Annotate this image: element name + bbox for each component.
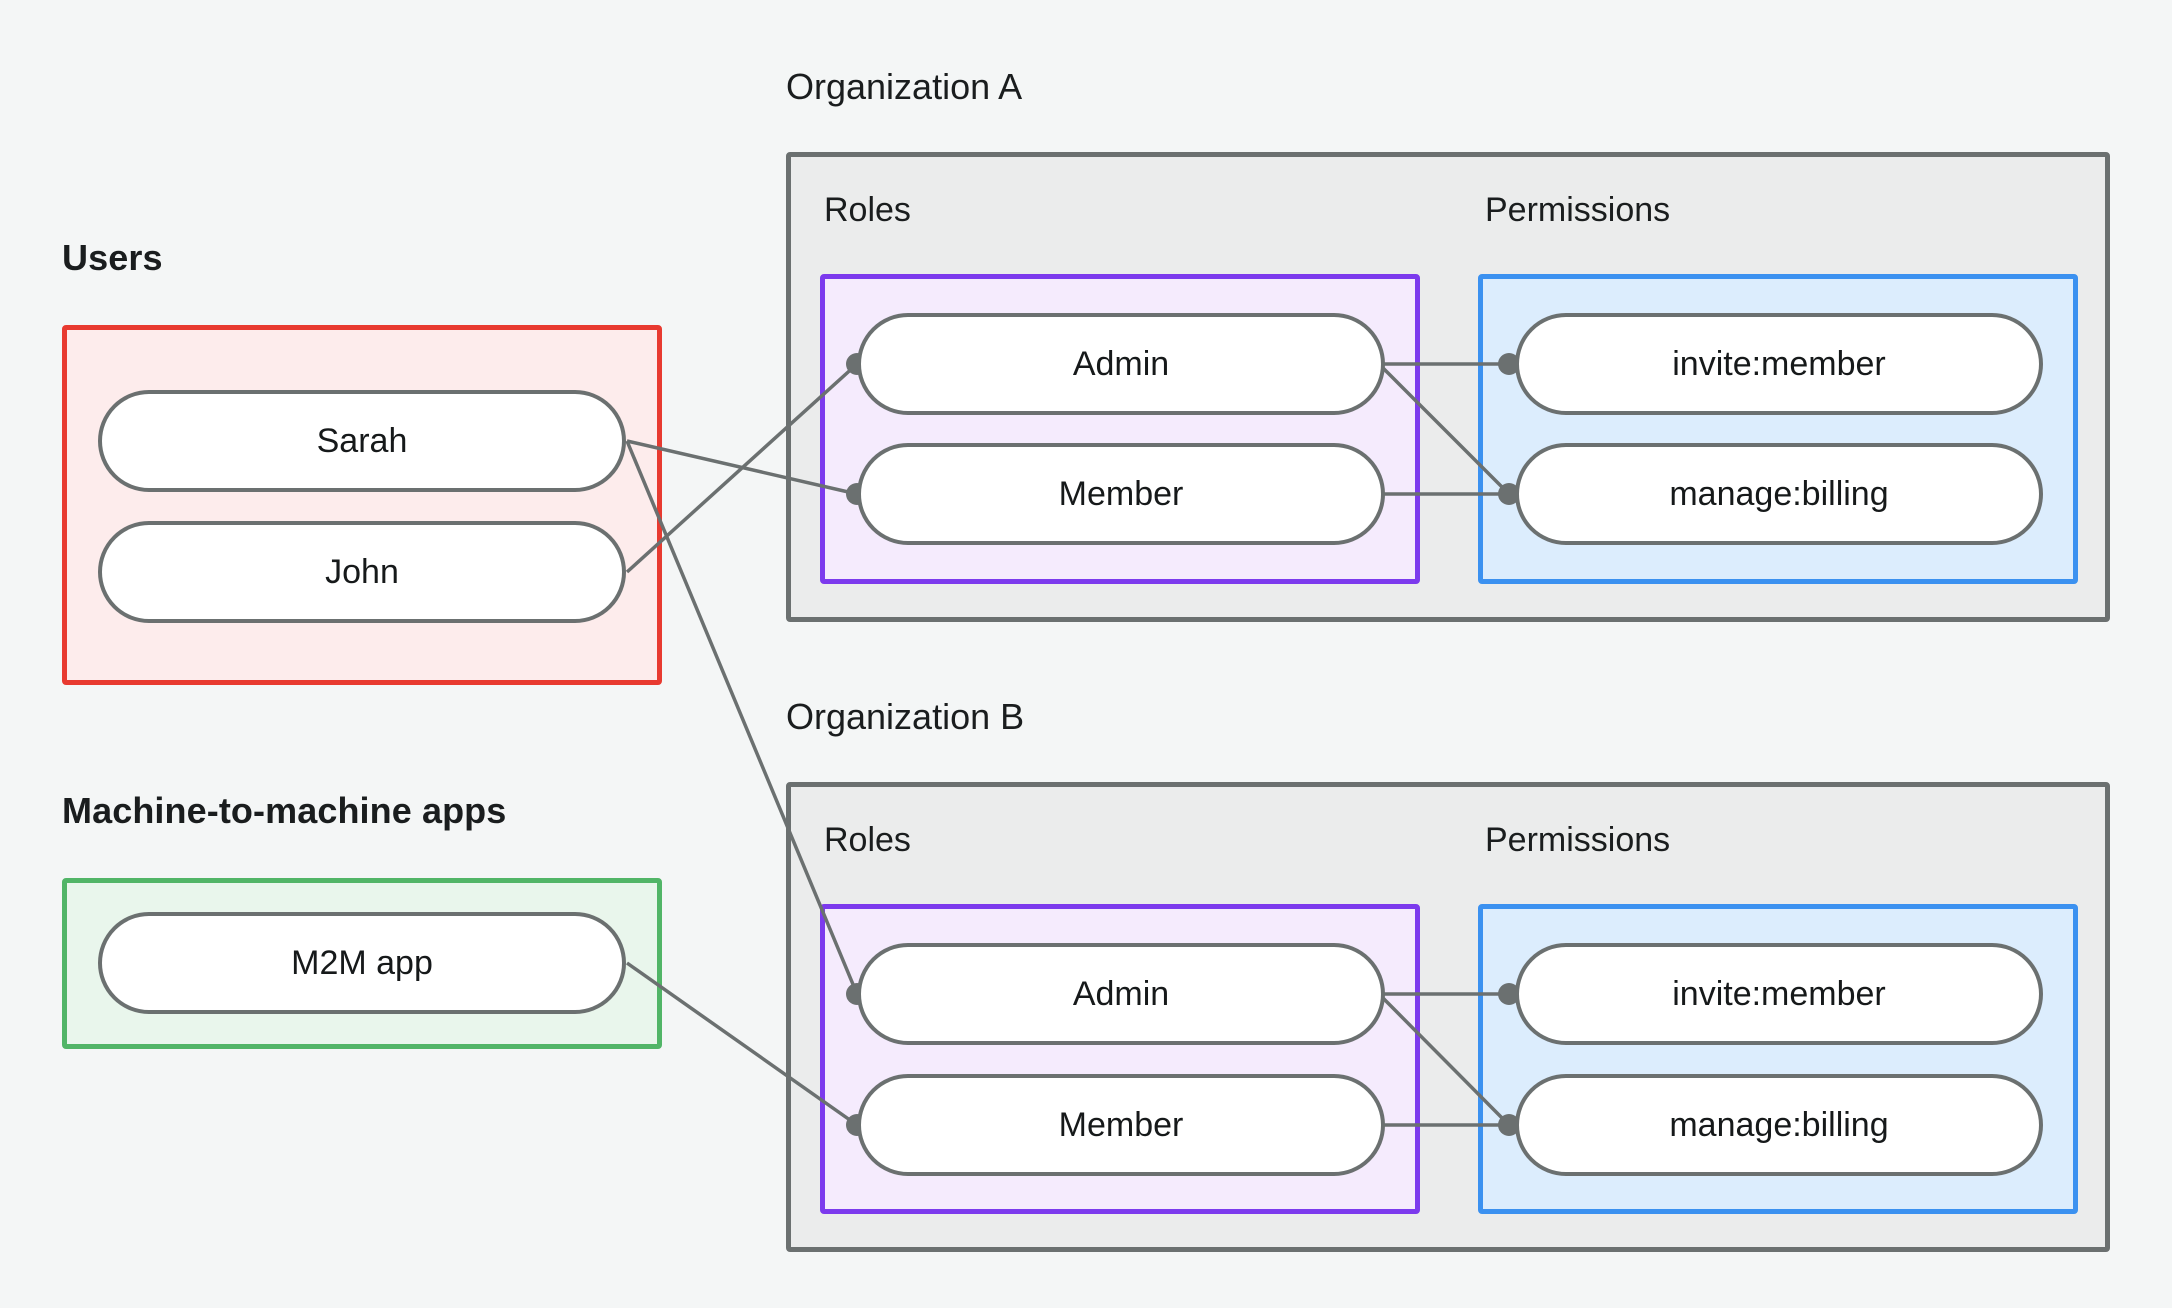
organization-a-permissions-label: Permissions xyxy=(1485,191,1671,229)
users-group-title: Users xyxy=(62,237,163,278)
organization-b-role-member[interactable]: Member xyxy=(857,1074,1385,1176)
m2m-node-app[interactable]: M2M app xyxy=(98,912,626,1014)
organization-a-title: Organization A xyxy=(786,66,1023,107)
user-node-sarah[interactable]: Sarah xyxy=(98,390,626,492)
organization-b-role-admin[interactable]: Admin xyxy=(857,943,1385,1045)
organization-b-permissions-label: Permissions xyxy=(1485,821,1671,859)
organization-a-roles-label: Roles xyxy=(824,191,911,229)
organization-b-permission-invite-member[interactable]: invite:member xyxy=(1515,943,2043,1045)
organization-b-permission-manage-billing[interactable]: manage:billing xyxy=(1515,1074,2043,1176)
organization-b-title: Organization B xyxy=(786,696,1025,737)
user-node-john[interactable]: John xyxy=(98,521,626,623)
organization-b-roles-label: Roles xyxy=(824,821,911,859)
organization-a-permission-manage-billing[interactable]: manage:billing xyxy=(1515,443,2043,545)
users-group-box xyxy=(62,325,662,685)
organization-a-role-admin[interactable]: Admin xyxy=(857,313,1385,415)
organization-a-permission-invite-member[interactable]: invite:member xyxy=(1515,313,2043,415)
organization-a-role-member[interactable]: Member xyxy=(857,443,1385,545)
m2m-group-title: Machine-to-machine apps xyxy=(62,790,507,831)
